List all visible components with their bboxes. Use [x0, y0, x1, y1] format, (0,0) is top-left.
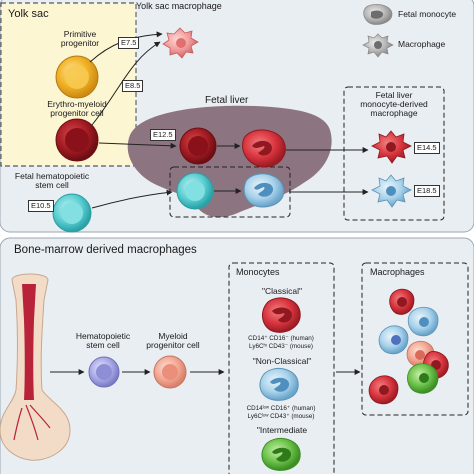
fl-hsc-nucleus	[185, 181, 205, 201]
classical-markers-human: CD14⁺ CD16⁻ (human)	[248, 335, 314, 342]
fl-macrophage-box	[343, 86, 445, 221]
macrophage-blue-1-nucleus	[419, 317, 429, 327]
fetal-hsc-label: Fetal hematopoietic stem cell	[14, 171, 90, 190]
monocytes-title: Monocytes	[236, 267, 280, 277]
arrow-emp-to-liver	[98, 142, 177, 149]
yolk-sac-macrophage-nucleus	[176, 38, 186, 48]
macrophages-title: Macrophages	[370, 267, 425, 277]
fl-blue-monocyte-nucleus	[254, 182, 274, 197]
bone-marrow-panel	[0, 237, 474, 474]
bm-hsc-nucleus	[96, 364, 112, 380]
myeloid-progenitor-label: Myeloid progenitor cell	[146, 331, 200, 350]
bm-hsc-label: Hematopoietic stem cell	[75, 331, 131, 350]
fl-red-monocyte-nucleus	[252, 140, 272, 156]
macrophage-red-1-nucleus	[397, 297, 407, 307]
non-classical-markers-human: CD14ˡᵒʷ CD16⁺ (human)	[246, 405, 316, 412]
yolk-sac-macrophage-label: Yolk sac macrophage	[136, 1, 222, 11]
non-classical-markers-mouse: Ly6Cˡᵒʷ CD43⁺ (mouse)	[247, 413, 315, 420]
fetal-hsc-nucleus	[61, 202, 83, 224]
legend-macrophage-label: Macrophage	[398, 39, 446, 49]
fl-blue-macrophage-nucleus	[386, 186, 396, 196]
bone-marrow-title: Bone-marrow derived macrophages	[14, 244, 197, 256]
non-classical-label: "Non-Classical"	[252, 356, 312, 366]
intermediate-monocyte-nucleus	[272, 447, 292, 462]
bone-marrow-cavity	[22, 284, 36, 400]
yolk-sac-title: Yolk sac	[8, 8, 49, 20]
classical-monocyte	[261, 297, 301, 333]
classical-monocyte-nucleus	[272, 307, 292, 323]
stage-e10-5: E10.5	[28, 200, 54, 212]
fetal-monocyte-legend-nucleus	[371, 10, 384, 19]
stage-e7-5: E7.5	[118, 37, 140, 49]
primitive-progenitor-nucleus	[65, 65, 89, 89]
macrophage-blue-2-nucleus	[391, 335, 401, 345]
stage-e18-5: E18.5	[414, 185, 440, 197]
monocytes-box	[228, 262, 335, 474]
bone-trabeculae	[13, 404, 51, 441]
non-classical-monocyte-nucleus	[270, 377, 290, 392]
macrophage-peach-nucleus	[415, 350, 425, 360]
legend-fetal-monocyte-label: Fetal monocyte	[398, 9, 457, 19]
non-classical-monocyte	[259, 367, 299, 401]
stage-e12-5: E12.5	[150, 129, 176, 141]
stage-e8-5: E8.5	[122, 80, 144, 92]
fetal-liver-title: Fetal liver	[205, 95, 249, 106]
macrophage-legend-nucleus	[374, 41, 382, 49]
emp-cell-label: Erythro-myeloid progenitor cell	[47, 99, 107, 118]
intermediate-monocyte	[261, 437, 301, 471]
arrow-emp-to-ys-mac	[91, 41, 161, 126]
macrophage-red-3-nucleus	[379, 385, 389, 395]
bone-illustration	[0, 273, 71, 461]
macrophages-box	[361, 262, 469, 416]
intermediate-label: "Intermediate	[256, 425, 308, 435]
classical-markers-mouse: Ly6Cʰᶦ CD43⁻ (mouse)	[249, 343, 313, 350]
myeloid-progenitor-nucleus	[162, 364, 178, 380]
emp-nucleus	[65, 128, 89, 152]
arrow-hsc-to-liver	[91, 189, 173, 209]
macrophage-green-nucleus	[419, 373, 429, 383]
fl-red-macrophage-nucleus	[386, 142, 396, 152]
fl-macrophage-title: Fetal liver monocyte-derived macrophage	[360, 90, 428, 118]
classical-label: "Classical"	[261, 286, 303, 296]
stage-e14-5: E14.5	[414, 142, 440, 154]
primitive-progenitor-label: Primitive progenitor	[60, 29, 100, 48]
fl-emp-nucleus	[188, 136, 208, 156]
